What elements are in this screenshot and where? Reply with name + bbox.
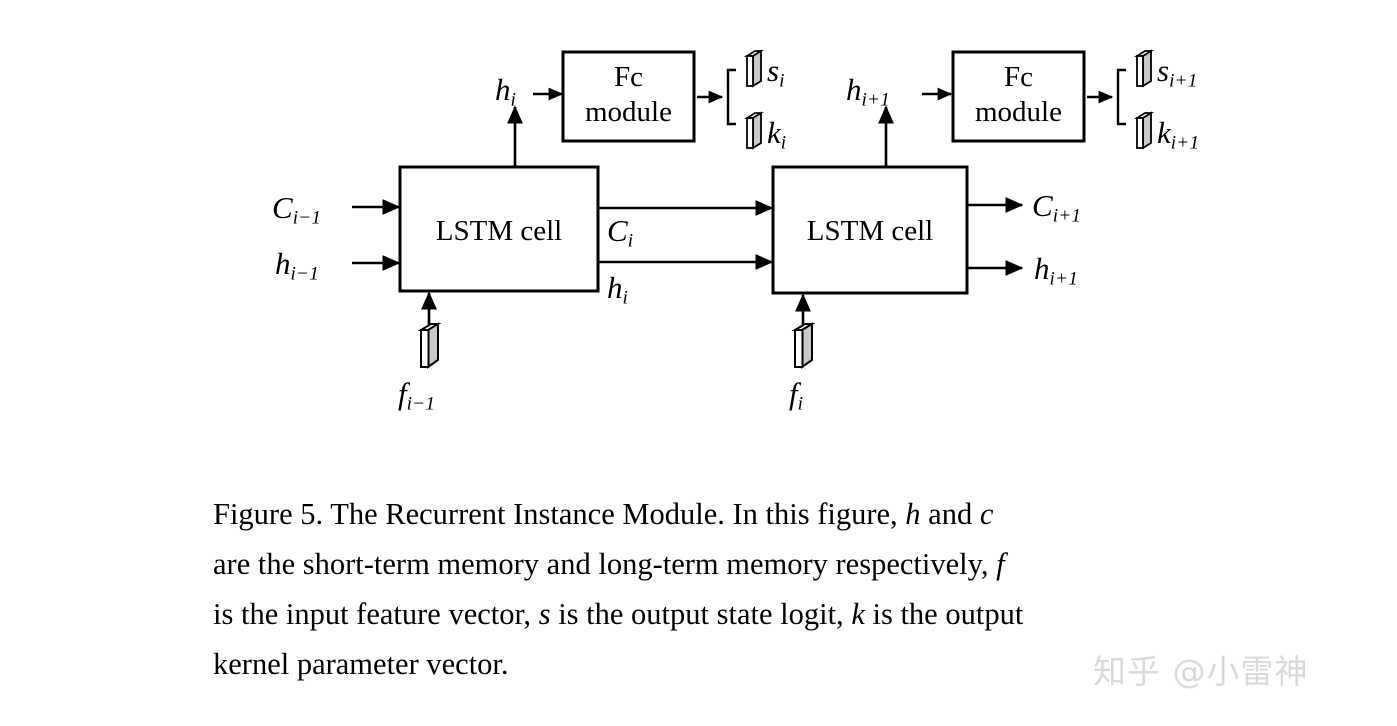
label-h-prev: hi−1 bbox=[275, 248, 319, 284]
caption-line-4: kernel parameter vector. bbox=[213, 639, 1318, 689]
fc-module-box-i1 bbox=[951, 50, 1086, 143]
label-s-next: si+1 bbox=[1157, 55, 1198, 91]
label-f-prev-sub: i−1 bbox=[406, 393, 436, 415]
figure-caption: Figure 5. The Recurrent Instance Module.… bbox=[213, 489, 1318, 689]
label-h-next-top-sub: i+1 bbox=[861, 89, 890, 111]
label-h-prev-sub: i−1 bbox=[290, 263, 319, 285]
label-s-i-base: s bbox=[767, 53, 780, 88]
label-h-i: hi bbox=[607, 272, 628, 308]
label-h-next-base: h bbox=[1034, 251, 1050, 286]
vector-glyph-group bbox=[417, 49, 1155, 369]
label-h-prev-base: h bbox=[275, 246, 291, 281]
label-c-prev-base: C bbox=[272, 190, 293, 225]
caption-l3-s: s bbox=[538, 597, 551, 631]
label-c-i-base: C bbox=[607, 213, 628, 248]
caption-l3-a: is the input feature vector, bbox=[213, 597, 539, 631]
brace-i bbox=[726, 68, 736, 126]
label-h-i-sub: i bbox=[622, 287, 629, 309]
label-s-next-base: s bbox=[1157, 53, 1170, 88]
label-h-i-top: hi bbox=[495, 74, 516, 110]
caption-l3-c: is the output state logit, bbox=[550, 597, 852, 631]
output-vector-k-i-icon bbox=[743, 111, 765, 150]
output-vector-s-i-icon bbox=[743, 49, 765, 88]
label-c-prev: Ci−1 bbox=[272, 192, 321, 228]
fc-module-line2-i1: module bbox=[975, 96, 1062, 129]
label-f-i: fi bbox=[789, 378, 803, 414]
lstm-cell-box-i bbox=[398, 165, 600, 293]
fc-module-label-i1: Fc module bbox=[953, 60, 1084, 131]
label-c-next-base: C bbox=[1032, 188, 1053, 223]
caption-l1-h: h bbox=[905, 497, 921, 531]
caption-line-1: Figure 5. The Recurrent Instance Module.… bbox=[213, 489, 1318, 539]
label-k-next: ki+1 bbox=[1157, 117, 1199, 153]
fc-module-line1-i1: Fc bbox=[1004, 61, 1033, 93]
caption-l1-a: Figure 5. The Recurrent Instance Module.… bbox=[213, 497, 906, 531]
output-vector-k-next-icon bbox=[1133, 111, 1155, 150]
label-c-next-sub: i+1 bbox=[1052, 205, 1082, 227]
label-h-next-top: hi+1 bbox=[846, 74, 890, 110]
caption-line-3: is the input feature vector, s is the ou… bbox=[213, 589, 1318, 639]
lstm-cell-label-i: LSTM cell bbox=[435, 215, 563, 247]
label-h-next-top-base: h bbox=[846, 72, 862, 107]
lstm-cell-label-i1: LSTM cell bbox=[806, 215, 934, 247]
brace-next bbox=[1116, 68, 1126, 126]
label-h-next-sub: i+1 bbox=[1049, 268, 1078, 290]
caption-l1-c: and bbox=[920, 497, 980, 531]
fc-module-line2: module bbox=[585, 96, 672, 129]
label-h-i-base: h bbox=[607, 270, 623, 305]
label-c-i-sub: i bbox=[627, 230, 634, 252]
lstm-cell-box-i1 bbox=[771, 165, 969, 295]
label-c-next: Ci+1 bbox=[1032, 190, 1081, 226]
label-k-i-base: k bbox=[767, 115, 781, 150]
label-f-i-base: f bbox=[789, 376, 798, 411]
output-vector-s-next-icon bbox=[1133, 49, 1155, 88]
label-f-prev-base: f bbox=[398, 376, 407, 411]
label-h-next: hi+1 bbox=[1034, 253, 1078, 289]
feature-vector-f-i-icon bbox=[791, 322, 816, 369]
label-h-i-top-sub: i bbox=[510, 89, 517, 111]
watermark: 知乎 @小雷神 bbox=[1093, 652, 1309, 691]
diagram-area: Fc module Fc module LSTM cell LSTM cell … bbox=[272, 49, 1199, 414]
fc-module-line1: Fc bbox=[614, 61, 643, 93]
caption-l3-k: k bbox=[851, 597, 865, 631]
label-h-i-top-base: h bbox=[495, 72, 511, 107]
caption-l1-c2: c bbox=[979, 497, 994, 531]
label-f-i-sub: i bbox=[797, 393, 804, 415]
diagram-svg bbox=[352, 49, 1155, 369]
label-c-i: Ci bbox=[607, 215, 633, 251]
label-k-next-sub: i+1 bbox=[1170, 132, 1200, 154]
caption-l2-f: f bbox=[996, 547, 1005, 581]
label-s-i: si bbox=[767, 55, 785, 91]
caption-l2-a: are the short-term memory and long-term … bbox=[213, 547, 997, 581]
label-k-next-base: k bbox=[1157, 115, 1171, 150]
label-k-i-sub: i bbox=[780, 132, 787, 154]
label-c-prev-sub: i−1 bbox=[292, 207, 322, 229]
label-s-next-sub: i+1 bbox=[1169, 70, 1198, 92]
caption-l3-e: is the output bbox=[864, 597, 1024, 631]
label-s-i-sub: i bbox=[779, 70, 785, 92]
caption-line-2: are the short-term memory and long-term … bbox=[213, 539, 1318, 589]
fc-module-label-i: Fc module bbox=[563, 60, 694, 131]
feature-vector-f-prev-icon bbox=[417, 322, 442, 369]
caption-l4-a: kernel parameter vector. bbox=[213, 647, 509, 681]
label-k-i: ki bbox=[767, 117, 786, 153]
label-f-prev: fi−1 bbox=[398, 378, 435, 414]
